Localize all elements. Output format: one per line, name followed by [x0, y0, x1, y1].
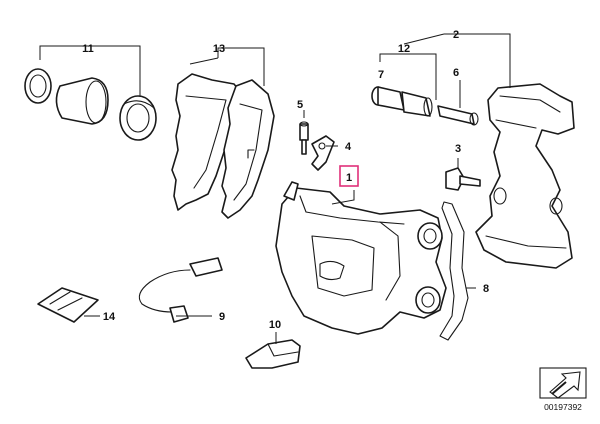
callout-11: 11: [82, 43, 94, 55]
callout-10: 10: [269, 319, 281, 331]
part-10-clip[interactable]: [245, 339, 301, 369]
part-7-guide-sleeve[interactable]: [371, 86, 433, 117]
part-9-wear-sensor[interactable]: [138, 257, 223, 323]
callouts: 11 13 12 2 7 6 5 4 3 1 8 9 10 14: [82, 29, 489, 331]
callout-1[interactable]: 1: [346, 172, 352, 184]
part-13-brake-pads[interactable]: [171, 73, 275, 219]
callout-13: 13: [213, 43, 225, 55]
part-1-brake-caliper[interactable]: [275, 181, 447, 335]
part-5-bleeder-screw[interactable]: [299, 121, 309, 155]
callout-9: 9: [219, 311, 225, 323]
part-14-grease-packet[interactable]: [37, 287, 99, 323]
part-3-hex-bolt[interactable]: [445, 167, 481, 191]
callout-1-highlight-box: [339, 165, 359, 187]
callout-12: 12: [398, 43, 410, 55]
leader-lines: [39, 33, 511, 344]
diagram-reference: 00197392: [539, 367, 587, 412]
callout-6: 6: [453, 67, 459, 79]
part-11-piston-set[interactable]: [24, 68, 157, 141]
callout-2: 2: [453, 29, 459, 41]
callout-14: 14: [103, 311, 116, 323]
part-4-bracket[interactable]: [311, 135, 335, 171]
callout-8: 8: [483, 283, 489, 295]
part-8-retaining-spring[interactable]: [439, 201, 469, 341]
diagram-id: 00197392: [544, 402, 582, 412]
arrow-icon: [549, 371, 581, 399]
callout-3: 3: [455, 143, 461, 155]
part-2-caliper-carrier[interactable]: [475, 83, 575, 269]
callout-5: 5: [297, 99, 303, 111]
part-6-guide-bolt[interactable]: [437, 105, 479, 126]
callout-4: 4: [345, 141, 352, 153]
callout-7: 7: [378, 69, 384, 81]
